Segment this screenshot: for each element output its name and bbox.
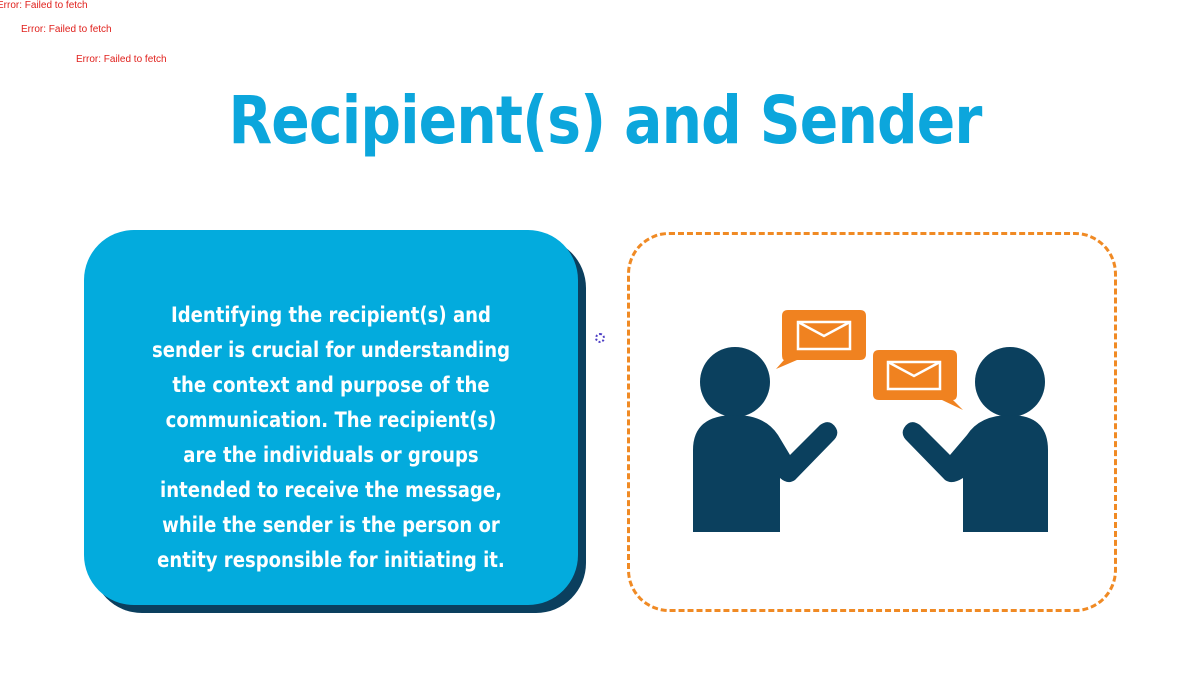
card-text: Identifying the recipient(s) and sender … (151, 302, 511, 572)
text-card: Identifying the recipient(s) and sender … (84, 230, 578, 605)
error-message: Error: Failed to fetch (0, 0, 88, 11)
slide-title: Recipient(s) and Sender (228, 82, 982, 159)
error-message: Error: Failed to fetch (21, 24, 112, 35)
error-message: Error: Failed to fetch (76, 54, 167, 65)
speech-bubble-envelope-icon (776, 310, 866, 369)
person-icon (693, 347, 838, 532)
person-icon (902, 347, 1048, 532)
speech-bubble-envelope-icon (873, 350, 963, 410)
illustration-frame (627, 232, 1117, 612)
loading-spinner-icon (595, 333, 605, 343)
communication-illustration (693, 310, 1048, 532)
